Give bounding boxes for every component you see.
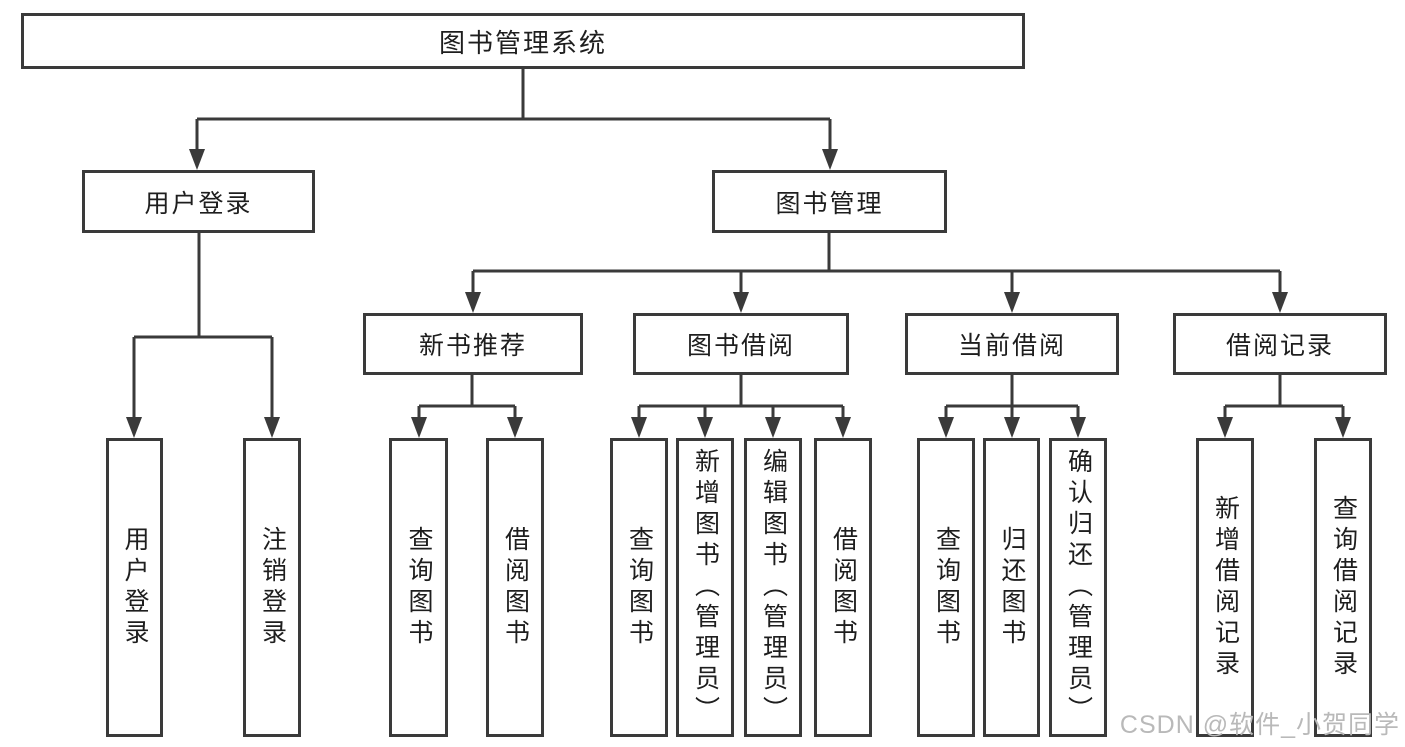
leaf-add-borrow-record: 新增借阅记录 [1196,438,1254,737]
node-system-root: 图书管理系统 [21,13,1025,69]
branch-user-login [126,233,280,438]
leaf-borrow-book: 借阅图书 [814,438,872,737]
branch-borrow-records [1217,375,1351,438]
node-user-login: 用户登录 [82,170,315,233]
leaf-return-book: 归还图书 [983,438,1040,737]
node-book-borrow: 图书借阅 [633,313,849,375]
leaf-confirm-return-admin: 确认归还（管理员） [1049,438,1107,737]
branch-book-management [465,233,1288,313]
leaf-query-book-borrow: 查询图书 [610,438,668,737]
node-borrow-records: 借阅记录 [1173,313,1387,375]
node-book-management: 图书管理 [712,170,947,233]
leaf-query-book-recommend: 查询图书 [389,438,448,737]
node-current-borrow: 当前借阅 [905,313,1119,375]
leaf-query-borrow-record: 查询借阅记录 [1314,438,1372,737]
leaf-query-book-current: 查询图书 [917,438,975,737]
branch-new-book-recommend [411,375,523,438]
leaf-logout: 注销登录 [243,438,301,737]
branch-root [189,69,838,170]
leaf-edit-book-admin: 编辑图书（管理员） [744,438,802,737]
branch-book-borrow [631,375,851,438]
node-new-book-recommend: 新书推荐 [363,313,583,375]
leaf-user-login: 用户登录 [106,438,163,737]
leaf-borrow-book-recommend: 借阅图书 [486,438,544,737]
branch-current-borrow [938,375,1086,438]
leaf-add-book-admin: 新增图书（管理员） [676,438,734,737]
